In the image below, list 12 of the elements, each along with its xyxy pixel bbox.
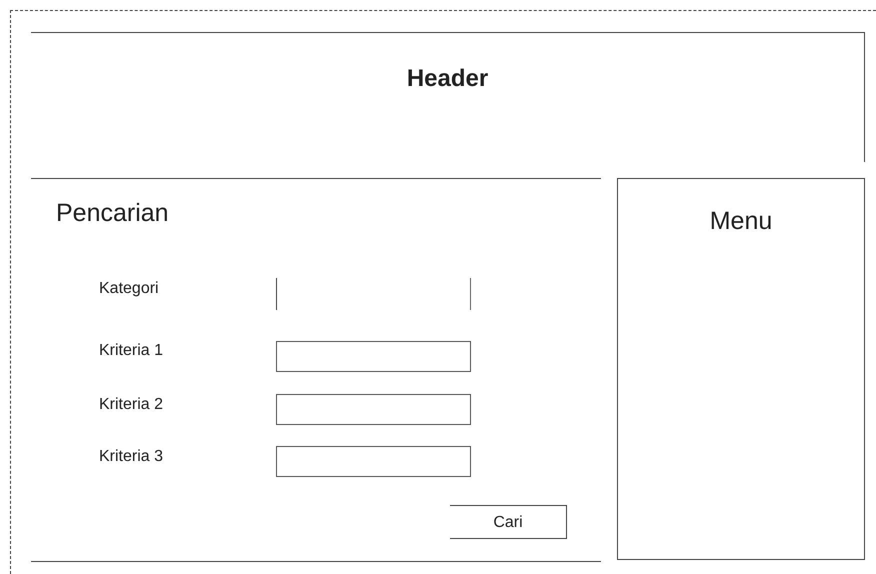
panel-title: Menu — [710, 207, 772, 236]
field-label: Kriteria 2 — [99, 396, 164, 414]
field-label: Kriteria 3 — [99, 448, 164, 466]
panel-title: Pencarian — [56, 199, 169, 228]
search-panel — [31, 178, 601, 562]
search-button: Cari — [450, 505, 567, 539]
header-panel — [31, 32, 865, 162]
menu-panel — [617, 178, 865, 560]
field-label: Kriteria 1 — [99, 342, 164, 360]
panel-title: Header — [406, 65, 488, 93]
field-label: Kategori — [99, 280, 159, 298]
page-frame — [10, 10, 876, 574]
